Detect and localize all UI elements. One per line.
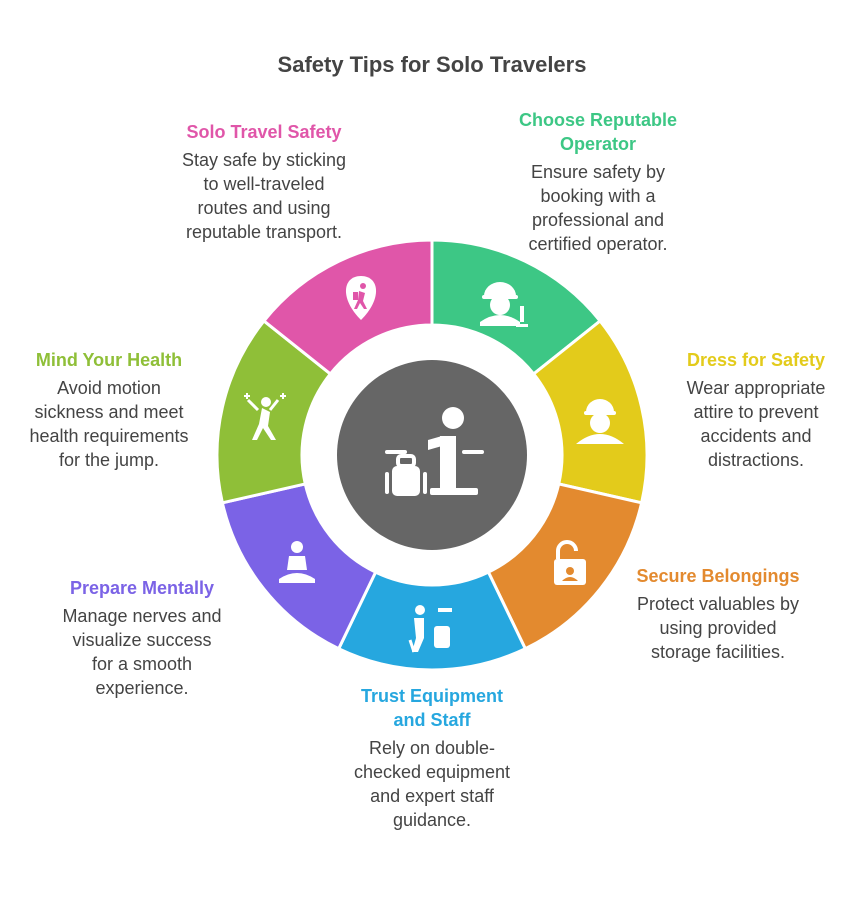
segment-heading: Prepare Mentally [69, 578, 215, 598]
page-title: Safety Tips for Solo Travelers [277, 52, 587, 77]
segment-description: Protect valuables by using provided stor… [636, 594, 800, 662]
hiker-location-icon [345, 276, 377, 320]
operator-icon [480, 282, 528, 327]
segment-description: Avoid motion sickness and meet health re… [29, 378, 189, 470]
segment-heading: Solo Travel Safety [186, 122, 342, 142]
segment-description: Wear appropriate attire to prevent accid… [686, 378, 826, 470]
helmet-worker-icon [576, 399, 624, 444]
segment-solo-travel-safety [261, 238, 434, 377]
label-choose-reputable-operator: Choose Reputable Operator Ensure safety … [508, 108, 688, 256]
label-mind-your-health: Mind Your Health Avoid motion sickness a… [24, 348, 194, 472]
segment-heading: Mind Your Health [35, 350, 183, 370]
meditation-icon [279, 541, 315, 583]
unlocked-padlock-icon [554, 540, 586, 585]
label-solo-travel-safety: Solo Travel Safety Stay safe by sticking… [180, 120, 348, 244]
segment-description: Stay safe by sticking to well-traveled r… [181, 150, 347, 242]
segment-description: Rely on double-checked equipment and exp… [353, 738, 511, 830]
segment-heading: Dress for Safety [686, 350, 826, 370]
equipment-staff-icon [408, 605, 452, 653]
label-secure-belongings: Secure Belongings Protect valuables by u… [636, 564, 800, 664]
jumping-person-icon [244, 393, 286, 440]
label-trust-equipment-and-staff: Trust Equipment and Staff Rely on double… [350, 684, 514, 832]
segment-heading: Trust Equipment and Staff [360, 686, 503, 730]
label-dress-for-safety: Dress for Safety Wear appropriate attire… [672, 348, 840, 472]
solo-traveler-luggage-icon [385, 407, 484, 496]
center-disc [337, 360, 527, 550]
label-prepare-mentally: Prepare Mentally Manage nerves and visua… [60, 576, 224, 700]
segment-description: Manage nerves and visualize success for … [62, 606, 222, 698]
segment-heading: Choose Reputable Operator [518, 110, 678, 154]
segment-description: Ensure safety by booking with a professi… [528, 162, 668, 254]
segment-heading: Secure Belongings [636, 566, 800, 586]
